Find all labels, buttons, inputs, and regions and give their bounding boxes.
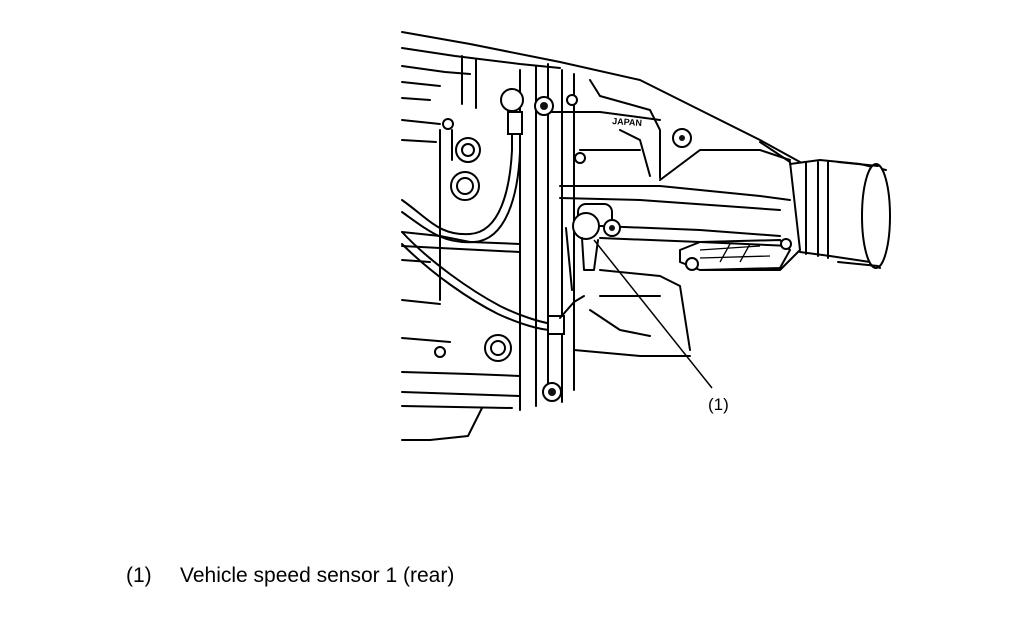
japan-stamp: JAPAN [612,116,642,128]
legend-number: (1) [126,564,152,587]
sensor-wiring-harness [401,111,585,335]
legend-text: Vehicle speed sensor 1 (rear) [180,564,455,587]
callout-leader-line [593,239,713,389]
callout-label: (1) [708,395,729,414]
vehicle-speed-sensor-1 [565,203,621,291]
legend-item: (1) Vehicle speed sensor 1 (rear) [126,564,454,588]
transmission-housing [401,31,891,441]
housing-bolts [434,88,692,402]
